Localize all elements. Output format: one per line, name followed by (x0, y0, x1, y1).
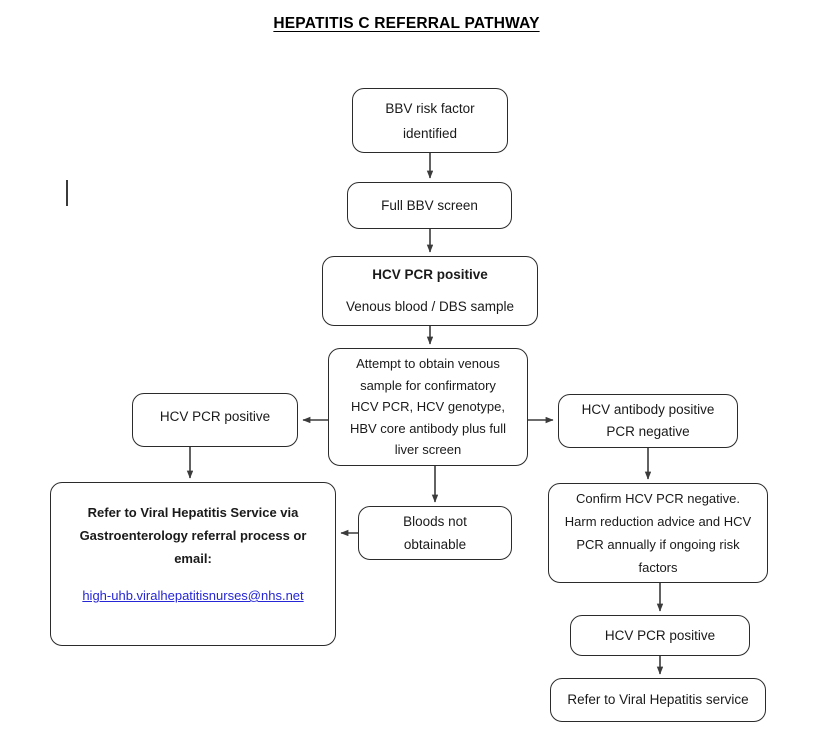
node-refer-viral-service-line1: Refer to Viral Hepatitis service (567, 692, 749, 707)
text-cursor (66, 180, 68, 206)
node-full-bbv-screen: Full BBV screen (347, 182, 512, 229)
node-refer-viral-hepatitis-service: Refer to Viral Hepatitis Service via Gas… (50, 482, 336, 646)
node-hcv-pcr-positive-line2: Venous blood / DBS sample (345, 299, 515, 314)
node-hcv-pcr-positive-line1: HCV PCR positive (372, 267, 488, 282)
node-refer-service-line3: email: (174, 551, 212, 566)
node-attempt-venous-sample: Attempt to obtain venous sample for conf… (328, 348, 528, 466)
node-attempt-line3: HCV PCR, HCV genotype, (351, 399, 505, 415)
viral-hepatitis-nurses-email-link[interactable]: high-uhb.viralhepatitisnurses@nhs.net (82, 588, 304, 603)
node-attempt-line5: liver screen (394, 442, 462, 458)
node-bloods-not-obtainable-line1: Bloods not (403, 514, 467, 529)
node-left-hcv-pcr-positive: HCV PCR positive (132, 393, 298, 447)
node-right-hcv-pcr-positive: HCV PCR positive (570, 615, 750, 656)
node-bloods-not-obtainable-line2: obtainable (403, 537, 467, 552)
node-right-pcr-positive-line1: HCV PCR positive (604, 627, 716, 643)
node-attempt-line1: Attempt to obtain venous (356, 356, 500, 372)
node-attempt-line2: sample for confirmatory (360, 377, 496, 393)
node-confirm-negative-line1: Confirm HCV PCR negative. (576, 491, 740, 506)
node-attempt-line4: HBV core antibody plus full (349, 420, 507, 436)
node-bbv-risk-line2: identified (402, 125, 458, 141)
node-bloods-not-obtainable: Bloods not obtainable (358, 506, 512, 560)
node-antibody-positive-line1: HCV antibody positive (581, 402, 715, 417)
node-refer-to-viral-hepatitis-service: Refer to Viral Hepatitis service (550, 678, 766, 722)
node-antibody-positive-line2: PCR negative (606, 424, 690, 439)
page-title: HEPATITIS C REFERRAL PATHWAY (273, 15, 540, 32)
node-hcv-antibody-positive-pcr-negative: HCV antibody positive PCR negative (558, 394, 738, 448)
node-confirm-negative-line2: Harm reduction advice and HCV (564, 514, 752, 529)
node-confirm-negative-line4: factors (638, 560, 678, 575)
node-confirm-hcv-pcr-negative: Confirm HCV PCR negative. Harm reduction… (548, 483, 768, 583)
node-hcv-pcr-positive-top: HCV PCR positive Venous blood / DBS samp… (322, 256, 538, 326)
node-refer-service-line1: Refer to Viral Hepatitis Service via (87, 505, 299, 520)
node-full-screen-line1: Full BBV screen (381, 197, 478, 213)
node-confirm-negative-line3: PCR annually if ongoing risk (576, 537, 740, 552)
node-bbv-risk-factor: BBV risk factor identified (352, 88, 508, 153)
node-refer-service-line2: Gastroenterology referral process or (79, 528, 307, 543)
node-bbv-risk-line1: BBV risk factor (385, 100, 475, 116)
node-left-pcr-positive-line1: HCV PCR positive (159, 409, 271, 424)
